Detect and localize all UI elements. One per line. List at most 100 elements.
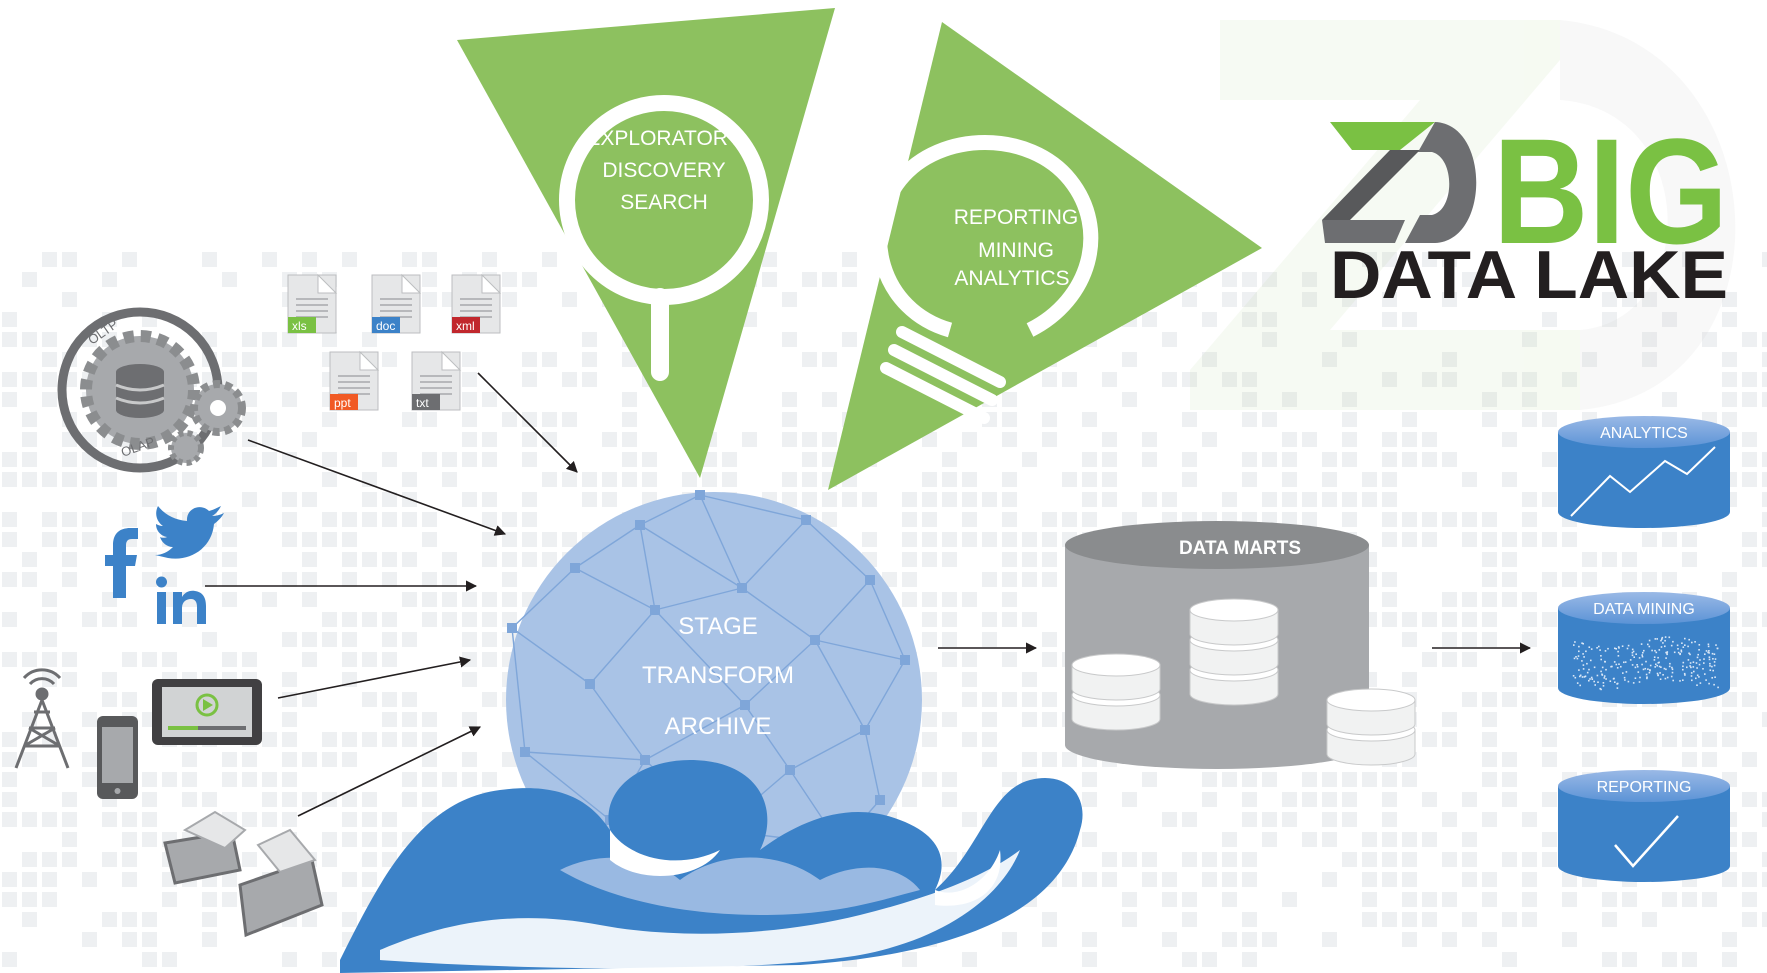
bg-pixel [1262,272,1277,287]
bg-pixel [342,632,357,647]
bg-pixel [1422,432,1437,447]
output-reporting-label: REPORTING [1597,779,1692,796]
bg-pixel [902,532,917,547]
bg-pixel [102,612,117,627]
bg-pixel [1002,592,1017,607]
scatter-dot [1676,644,1679,647]
bg-pixel [442,592,457,607]
scatter-dot [1638,681,1641,683]
database-stack-icon [1326,688,1416,766]
bg-pixel [1682,952,1697,967]
bg-pixel [142,772,157,787]
output-cylinders: ANALYTICS DATA MINING REPORTING [1558,416,1730,882]
bg-pixel [362,612,377,627]
bg-pixel [262,812,277,827]
scatter-dot [1689,662,1692,664]
bg-pixel [262,592,277,607]
bg-pixel [1382,852,1397,867]
bg-pixel [1422,512,1437,527]
bg-pixel [1242,912,1257,927]
bg-pixel [22,372,37,387]
scatter-dot [1649,664,1652,667]
bg-pixel [1642,532,1657,547]
scatter-dot [1699,682,1702,684]
network-edge [699,494,807,521]
bg-pixel [1642,752,1657,767]
bg-pixel [482,652,497,667]
bg-pixel [942,592,957,607]
bg-pixel [942,492,957,507]
bg-pixel [122,852,137,867]
bg-pixel [462,672,477,687]
bg-pixel [1662,572,1677,587]
bg-pixel [1302,772,1317,787]
scatter-dot [1582,664,1585,666]
network-edge [789,729,866,771]
bg-pixel [1342,292,1357,307]
bg-pixel [82,712,97,727]
bg-pixel [982,692,997,707]
bg-pixel [1202,852,1217,867]
bg-pixel [1762,352,1767,367]
bg-pixel [1742,892,1757,907]
scatter-dot [1577,655,1580,657]
bg-pixel [1442,372,1457,387]
bg-pixel [382,832,397,847]
bg-pixel [262,432,277,447]
bg-pixel [1462,832,1477,847]
scatter-dot [1662,674,1664,676]
bg-pixel [922,772,937,787]
bg-pixel [162,952,177,967]
bg-pixel [1322,792,1337,807]
bg-pixel [1582,732,1597,747]
bg-pixel [222,592,237,607]
bg-pixel [1622,252,1637,267]
scatter-dot [1642,651,1644,654]
network-edge [639,524,656,611]
bg-pixel [2,772,17,787]
bg-pixel [62,552,77,567]
bg-pixel [1522,392,1537,407]
network-edge [654,587,743,611]
scatter-dot [1669,662,1671,665]
scatter-dot [1610,665,1612,668]
bg-pixel [1502,952,1517,967]
bg-pixel [1122,912,1137,927]
bg-pixel [342,612,357,627]
bg-pixel [1622,952,1637,967]
scatter-dot [1658,661,1660,664]
bg-pixel [502,752,517,767]
bg-pixel [322,532,337,547]
bg-pixel [1042,572,1057,587]
bg-pixel [522,492,537,507]
bg-pixel [1502,592,1517,607]
bg-pixel [622,432,637,447]
bg-pixel [22,552,37,567]
bg-pixel [1742,792,1757,807]
bg-pixel [942,552,957,567]
bg-pixel [1502,752,1517,767]
bg-pixel [1042,752,1057,767]
scatter-dot [1704,673,1706,675]
bg-pixel [1022,672,1037,687]
bg-pixel [1082,512,1097,527]
scatter-dot [1666,676,1669,679]
bg-pixel [622,412,637,427]
bg-pixel [2,392,17,407]
bg-pixel [1722,412,1737,427]
bg-pixel [902,512,917,527]
bg-pixel [42,532,57,547]
bg-pixel [1482,932,1497,947]
bg-pixel [1322,352,1337,367]
file-icon-label: doc [376,319,395,333]
bg-pixel [422,272,437,287]
bg-pixel [1462,512,1477,527]
scatter-dot [1660,646,1663,648]
bg-pixel [402,792,417,807]
bg-pixel [1762,492,1767,507]
bg-pixel [1282,892,1297,907]
scatter-dot [1588,679,1590,682]
scatter-dot [1600,658,1602,661]
scatter-dot [1584,675,1587,678]
